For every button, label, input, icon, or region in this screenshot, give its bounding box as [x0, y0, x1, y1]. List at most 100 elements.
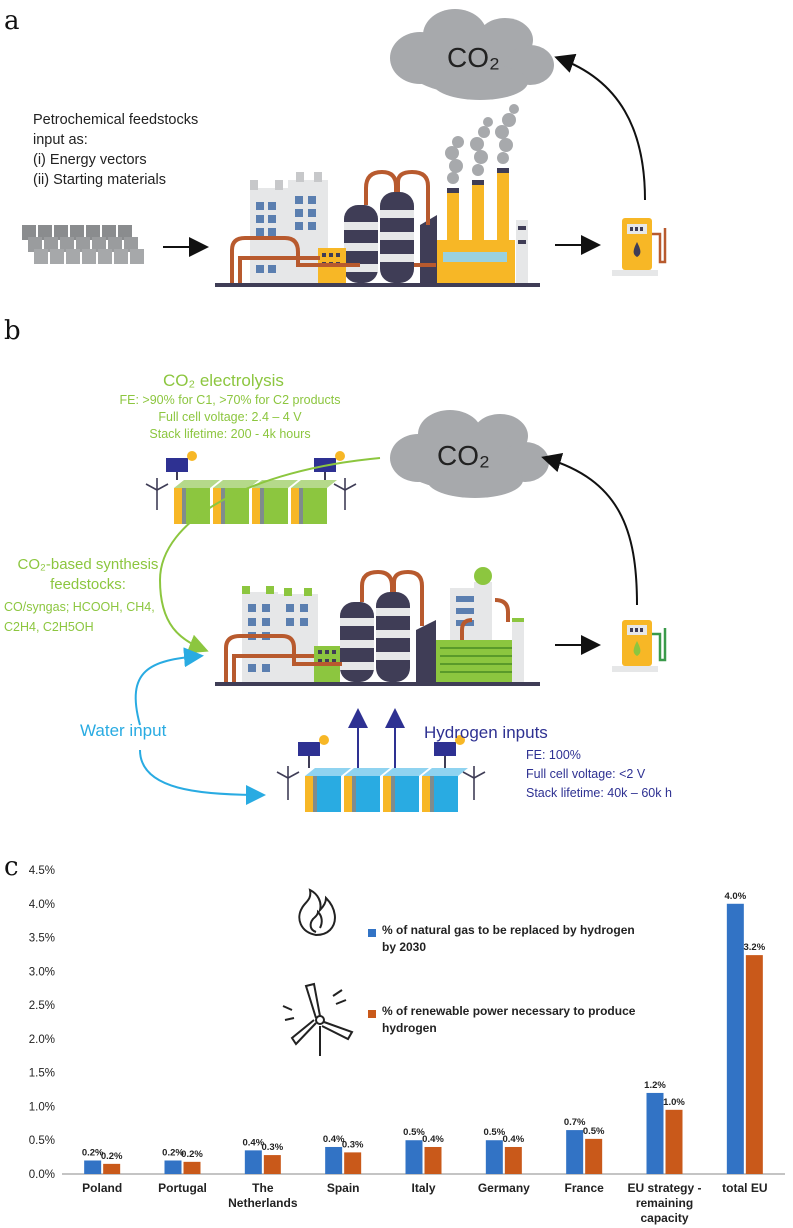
chart-legend — [282, 888, 376, 1056]
data-label: 0.7% — [564, 1117, 586, 1128]
data-label: 0.3% — [342, 1139, 364, 1150]
feedstock-line: input as: — [33, 132, 88, 148]
legend-swatch-blue — [368, 929, 376, 937]
electrolysis-spec-line: Stack lifetime: 200 - 4k hours — [149, 427, 311, 441]
water-to-electrolyzer-arrow — [139, 749, 266, 805]
bar-natural-gas — [726, 903, 744, 1174]
panel-label-b: b — [4, 316, 21, 346]
data-label: 0.2% — [101, 1151, 123, 1162]
co2-label-b: CO₂ — [437, 440, 490, 471]
x-tick-label: Portugal — [158, 1181, 207, 1195]
bar-renewable — [424, 1146, 442, 1174]
y-axis: 0.0%0.5%1.0%1.5%2.0%2.5%3.0%3.5%4.0%4.5% — [29, 865, 55, 1181]
hydrogen-bar-chart: 0.0%0.5%1.0%1.5%2.0%2.5%3.0%3.5%4.0%4.5%… — [29, 865, 785, 1225]
bar-natural-gas — [164, 1160, 182, 1174]
x-tick-label: total EU — [722, 1181, 767, 1195]
emission-arrow — [554, 53, 646, 201]
fuel-pump-icon — [612, 218, 667, 276]
data-label: 0.5% — [583, 1126, 605, 1137]
legend-line: hydrogen — [382, 1021, 437, 1035]
bar-renewable — [504, 1146, 522, 1174]
y-tick-label: 0.0% — [29, 1169, 55, 1181]
data-label: 0.4% — [243, 1137, 265, 1148]
x-tick-label: Germany — [478, 1181, 530, 1195]
x-tick-label: Netherlands — [228, 1196, 298, 1210]
factory-icon — [215, 104, 540, 287]
data-label: 0.5% — [403, 1127, 425, 1138]
x-tick-label: capacity — [640, 1211, 688, 1225]
data-label: 0.3% — [262, 1142, 284, 1153]
bar-renewable — [344, 1152, 362, 1174]
water-to-factory-arrow — [134, 647, 204, 726]
synthesis-line: CO₂-based synthesis — [17, 556, 159, 573]
emission-arrow — [541, 452, 638, 606]
synthesis-product-line: CO/syngas; HCOOH, CH4, — [4, 600, 155, 614]
legend-label-renewable: % of renewable power necessary to produc… — [382, 1003, 635, 1037]
synthesis-feedstocks-title: CO₂-based synthesis feedstocks: — [4, 555, 172, 595]
electrolysis-spec-line: Full cell voltage: 2.4 – 4 V — [158, 410, 302, 424]
feedstock-line: Petrochemical feedstocks — [33, 112, 199, 128]
bar-renewable — [103, 1163, 121, 1174]
bar-renewable — [585, 1138, 603, 1174]
synthesis-product-line: C2H4, C2H5OH — [4, 620, 94, 634]
bar-renewable — [665, 1109, 683, 1174]
data-label: 0.2% — [82, 1147, 104, 1158]
panel-b-diagram — [134, 410, 667, 812]
data-label: 0.5% — [484, 1127, 506, 1138]
hydrogen-specs: FE: 100% Full cell voltage: <2 V Stack l… — [526, 746, 672, 803]
co2-feed-arrow — [158, 457, 381, 654]
electrolysis-title: CO₂ electrolysis — [163, 371, 284, 390]
co2-cloud-icon — [390, 9, 554, 100]
legend-label-natural-gas: % of natural gas to be replaced by hydro… — [382, 922, 635, 956]
data-label: 1.2% — [644, 1080, 666, 1091]
flame-icon — [298, 888, 336, 937]
bar-natural-gas — [84, 1160, 102, 1174]
data-label: 1.0% — [663, 1097, 685, 1108]
y-tick-label: 3.5% — [29, 933, 55, 945]
electrolysis-spec-line: FE: >90% for C1, >70% for C2 products — [119, 393, 341, 407]
x-tick-label: EU strategy - — [627, 1181, 701, 1195]
fuel-pump-icon — [612, 620, 667, 672]
hydrogen-spec-line: FE: 100% — [526, 748, 581, 762]
bars: 0.2%0.2%0.2%0.2%0.4%0.3%0.4%0.3%0.5%0.4%… — [82, 891, 766, 1174]
electrolysis-specs: FE: >90% for C1, >70% for C2 products Fu… — [100, 392, 360, 443]
panel-label-a: a — [4, 6, 20, 36]
wind-turbine-icon — [282, 982, 354, 1056]
barrels-icon — [22, 225, 144, 264]
synthesis-products: CO/syngas; HCOOH, CH4, C2H4, C2H5OH — [4, 597, 155, 637]
x-tick-label: The — [252, 1181, 274, 1195]
water-input-label: Water input — [80, 721, 167, 740]
x-tick-label: Poland — [82, 1181, 122, 1195]
hydrogen-spec-line: Stack lifetime: 40k – 60k h — [526, 786, 672, 800]
co2-label-a: CO₂ — [447, 42, 500, 73]
bar-natural-gas — [405, 1140, 423, 1174]
legend-line: by 2030 — [382, 940, 427, 954]
y-tick-label: 2.0% — [29, 1034, 55, 1046]
feedstock-text: Petrochemical feedstocks input as: (i) E… — [33, 110, 198, 190]
data-label: 3.2% — [744, 942, 766, 953]
bar-natural-gas — [244, 1150, 262, 1174]
data-label: 0.4% — [323, 1134, 345, 1145]
hydrogen-electrolyzer-icon — [276, 735, 486, 812]
bar-renewable — [183, 1161, 201, 1174]
y-tick-label: 1.0% — [29, 1101, 55, 1113]
y-tick-label: 1.5% — [29, 1068, 55, 1080]
feedstock-line: (i) Energy vectors — [33, 152, 147, 168]
panel-a-diagram — [22, 9, 667, 287]
synthesis-line: feedstocks: — [50, 576, 126, 593]
y-tick-label: 4.5% — [29, 865, 55, 877]
data-label: 0.4% — [422, 1134, 444, 1145]
y-tick-label: 0.5% — [29, 1135, 55, 1147]
feedstock-line: (ii) Starting materials — [33, 172, 166, 188]
bar-renewable — [745, 955, 763, 1174]
data-label: 0.2% — [181, 1149, 203, 1160]
hydrogen-spec-line: Full cell voltage: <2 V — [526, 767, 646, 781]
bar-natural-gas — [325, 1146, 343, 1174]
x-tick-label: Italy — [411, 1181, 435, 1195]
legend-line: % of natural gas to be replaced by hydro… — [382, 923, 635, 937]
data-label: 0.2% — [162, 1147, 184, 1158]
bar-natural-gas — [485, 1140, 503, 1174]
data-label: 4.0% — [725, 891, 747, 902]
